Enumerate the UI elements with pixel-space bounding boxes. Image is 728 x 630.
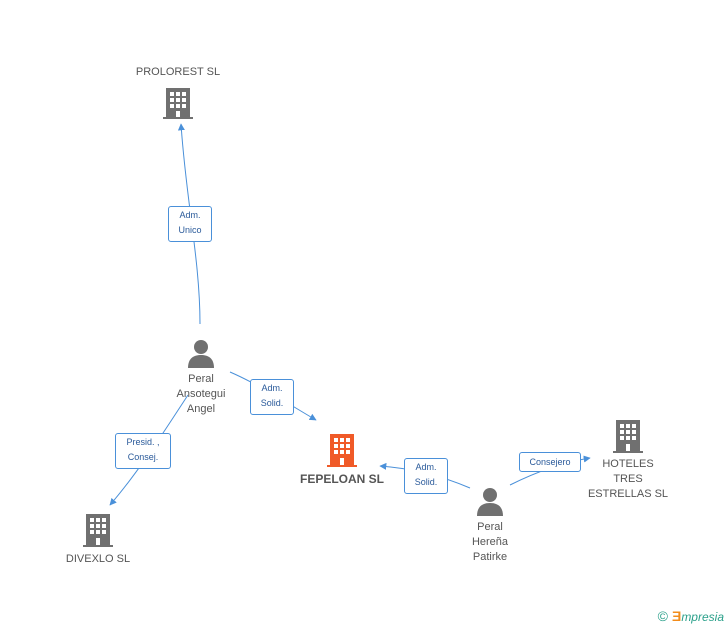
- relation-line2: Unico: [178, 225, 202, 235]
- company-label-line3: ESTRELLAS SL: [587, 488, 669, 500]
- person-node-peral-angel[interactable]: Peral Ansotegui Angel: [161, 338, 241, 417]
- relation-line1: Adm.: [261, 383, 283, 393]
- building-icon: [163, 88, 193, 119]
- relation-line1: Presid. ,: [126, 437, 160, 447]
- company-label: DIVEXLO SL: [65, 553, 131, 565]
- person-node-peral-patirke[interactable]: Peral Hereña Patirke: [450, 486, 530, 565]
- relation-label-adm-solid-angel[interactable]: Adm. Solid.: [250, 379, 294, 415]
- company-node-fepeloan[interactable]: FEPELOAN SL: [292, 432, 392, 487]
- person-label-line1: Peral: [188, 373, 214, 385]
- footer-brand: ©Ǝmpresia: [658, 608, 724, 624]
- person-label-line3: Patirke: [472, 551, 508, 563]
- building-icon: [327, 434, 357, 467]
- relation-label-consejero[interactable]: Consejero: [519, 452, 581, 472]
- copyright-icon: ©: [657, 608, 668, 624]
- relation-line1: Consejero: [529, 457, 571, 467]
- person-label-line3: Angel: [186, 403, 216, 415]
- relation-line2: Consej.: [127, 452, 159, 462]
- person-label-line2: Ansotegui: [176, 388, 226, 400]
- building-icon: [613, 420, 643, 453]
- person-label-line2: Hereña: [471, 536, 509, 548]
- company-label-line2: TRES: [613, 473, 643, 485]
- building-icon: [83, 514, 113, 547]
- company-node-divexlo[interactable]: DIVEXLO SL: [48, 512, 148, 567]
- relation-line1: Adm.: [415, 462, 437, 472]
- company-node-hoteles[interactable]: HOTELES TRES ESTRELLAS SL: [578, 418, 678, 502]
- relation-label-presid-consej[interactable]: Presid. , Consej.: [115, 433, 171, 469]
- relation-label-adm-solid-patirke[interactable]: Adm. Solid.: [404, 458, 448, 494]
- company-label-line1: HOTELES: [602, 458, 654, 470]
- company-node-prolorest[interactable]: PROLOREST SL: [128, 65, 228, 120]
- brand-logo-initial: Ǝ: [671, 608, 682, 624]
- company-label: PROLOREST SL: [135, 66, 221, 78]
- person-icon: [188, 340, 214, 368]
- relation-label-adm-unico[interactable]: Adm. Unico: [168, 206, 212, 242]
- relation-line2: Solid.: [260, 398, 284, 408]
- person-icon: [477, 488, 503, 516]
- relation-line2: Solid.: [414, 477, 438, 487]
- brand-name: mpresia: [681, 610, 724, 624]
- company-label: FEPELOAN SL: [299, 472, 384, 486]
- person-label-line1: Peral: [477, 521, 503, 533]
- relation-line1: Adm.: [179, 210, 201, 220]
